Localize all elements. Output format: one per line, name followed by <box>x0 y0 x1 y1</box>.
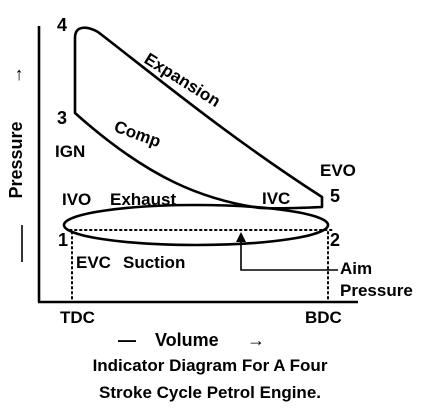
ivo-label: IVO <box>62 190 91 209</box>
caption-line1: Indicator Diagram For A Four <box>93 356 328 375</box>
x-axis-arrow-right: → <box>247 330 265 350</box>
point-5: 5 <box>330 186 340 206</box>
evc-label: EVC <box>76 253 111 272</box>
x-axis-arrow-left: — <box>118 330 136 350</box>
ivc-label: IVC <box>262 189 290 208</box>
aim-pressure-leader <box>240 236 338 271</box>
bdc-label: BDC <box>305 308 342 327</box>
ign-label: IGN <box>55 142 85 161</box>
compression-expansion-curve <box>73 26 324 210</box>
x-axis-label: Volume <box>155 330 219 350</box>
point-1: 1 <box>58 230 68 250</box>
suction-label: Suction <box>123 253 185 272</box>
aim-pressure-label-line2: Pressure <box>340 281 413 300</box>
comp-label: Comp <box>112 117 164 151</box>
aim-pressure-label-line1: Aim <box>340 259 372 278</box>
y-axis-arrow: → <box>6 66 26 84</box>
point-4: 4 <box>57 15 67 35</box>
point-2: 2 <box>330 230 340 250</box>
exhaust-label: Exhaust <box>110 190 176 209</box>
pumping-loop <box>62 203 330 247</box>
point-3: 3 <box>57 108 67 128</box>
expansion-label: Expansion <box>141 49 224 111</box>
y-axis-label: Pressure <box>6 121 26 198</box>
evo-label: EVO <box>320 161 356 180</box>
tdc-label: TDC <box>60 308 95 327</box>
caption-line2: Stroke Cycle Petrol Engine. <box>99 383 321 402</box>
aim-pressure-arrowhead <box>236 232 246 242</box>
